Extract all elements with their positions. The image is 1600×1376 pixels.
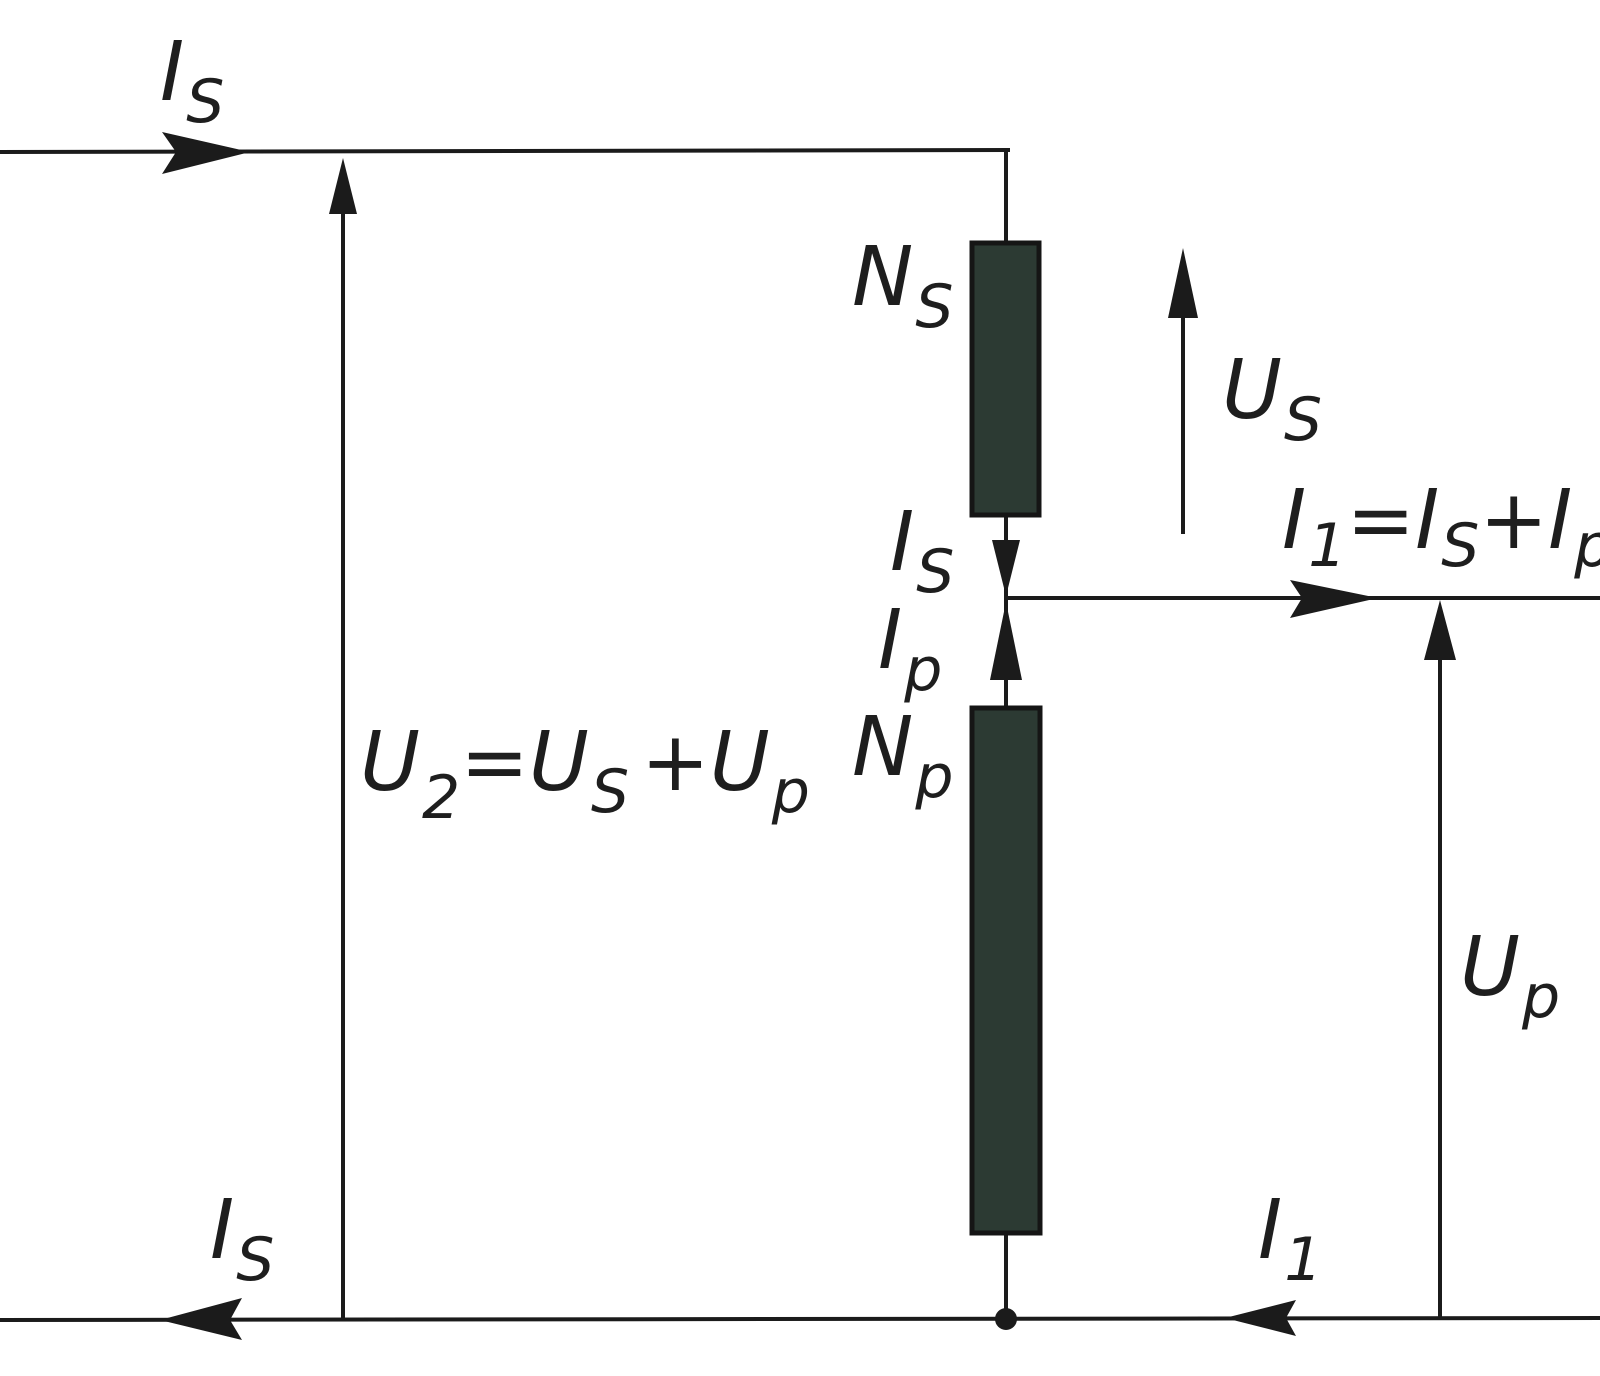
bottom-junction-dot	[995, 1308, 1017, 1330]
top-current-arrowhead	[162, 132, 250, 174]
node-parallel-current-label: Ip	[878, 593, 942, 705]
parallel-winding-label: Np	[852, 700, 953, 812]
up-voltage-arrowhead	[1424, 600, 1456, 660]
parallel-voltage-label: Up	[1460, 920, 1560, 1032]
series-winding-label: NS	[852, 230, 953, 342]
input-current-label: I1=IS+Ip	[1282, 473, 1600, 581]
top-left-wire	[0, 147, 1011, 155]
bottom-left-current-arrowhead	[160, 1298, 242, 1340]
bottom-right-current-label: I1	[1258, 1183, 1322, 1295]
node-series-current-label: IS	[890, 495, 954, 607]
us-voltage-arrowhead	[1168, 248, 1198, 318]
parallel-winding-np	[969, 705, 1043, 1236]
is-node-arrowhead	[992, 540, 1020, 596]
ip-node-arrowhead	[990, 602, 1022, 680]
output-voltage-label: U2=US+Up	[360, 715, 810, 833]
bottom-left-current-label: IS	[210, 1183, 274, 1295]
bottom-wire	[0, 1315, 1600, 1323]
tap-current-arrowhead	[1290, 580, 1378, 618]
u2-voltage-arrowhead	[329, 158, 357, 214]
top-current-label: IS	[160, 25, 224, 137]
series-voltage-label: US	[1222, 343, 1322, 455]
series-winding-ns	[969, 240, 1042, 518]
bottom-right-current-arrowhead	[1225, 1300, 1296, 1336]
